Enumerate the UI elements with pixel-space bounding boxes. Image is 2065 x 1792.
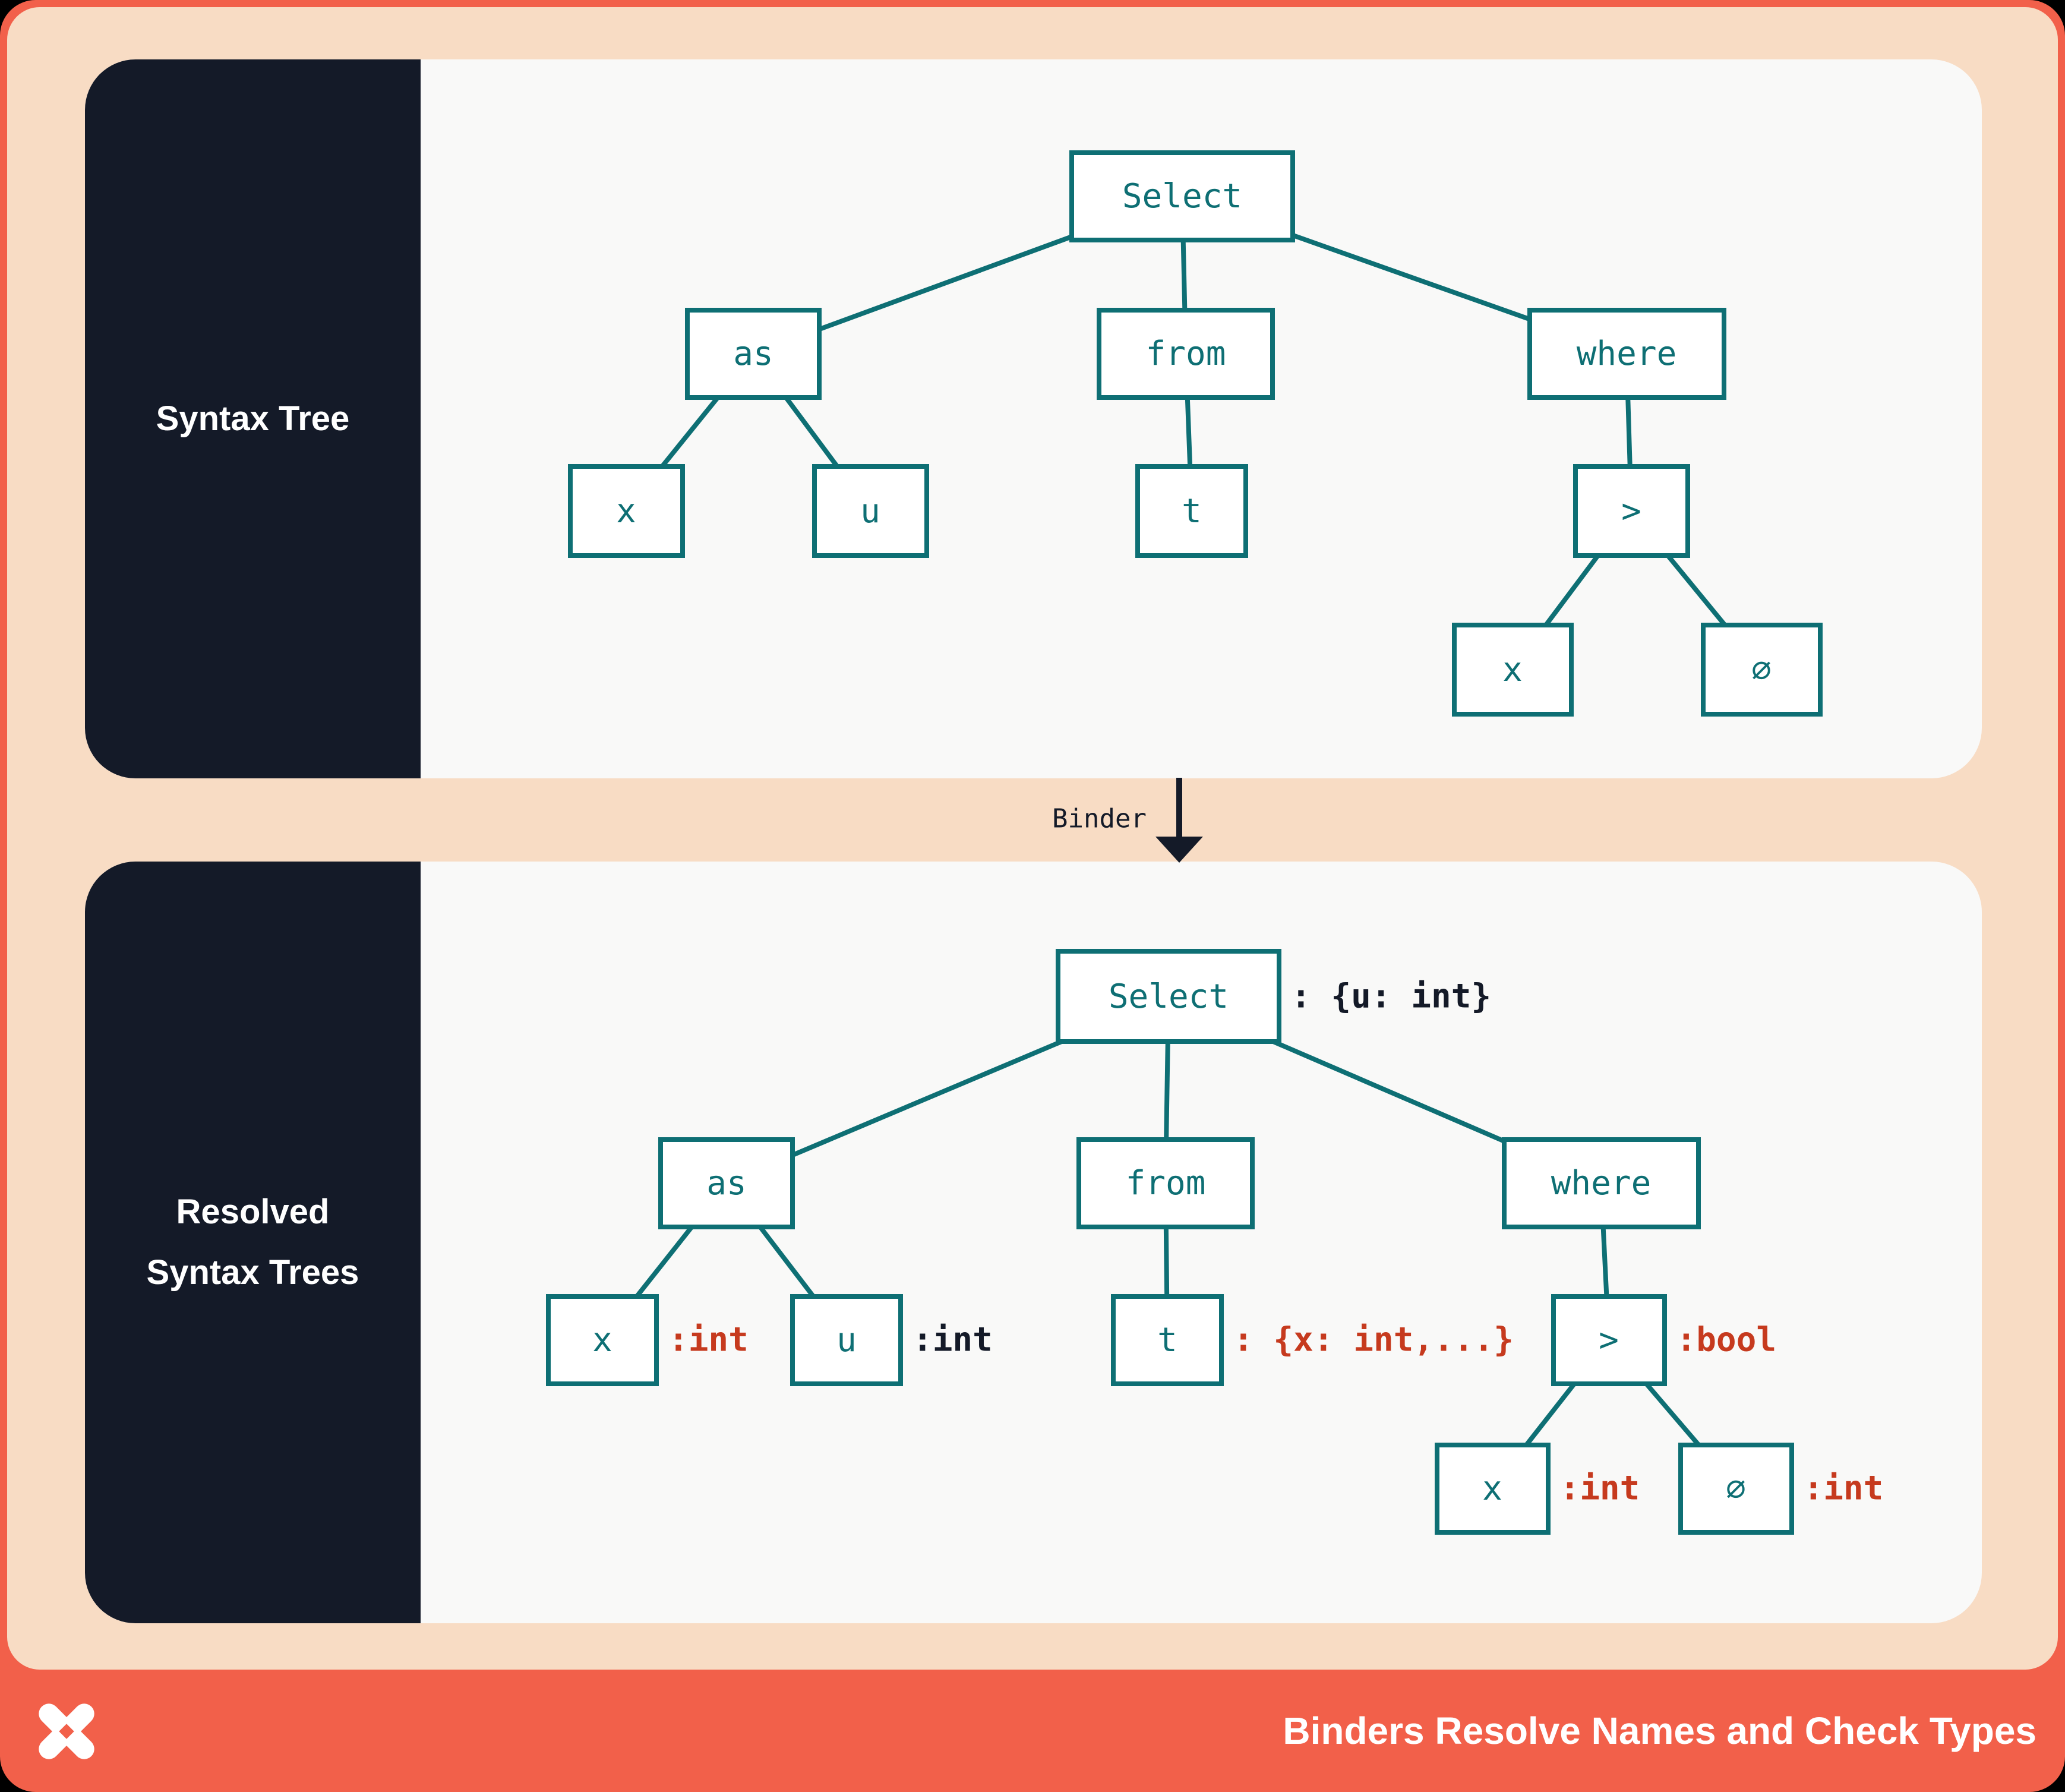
binder-label: Binder <box>1052 803 1147 834</box>
footer-title: Binders Resolve Names and Check Types <box>1283 1709 2036 1752</box>
panel-label-line: Syntax Tree <box>156 399 350 438</box>
panel-label-line: Syntax Trees <box>146 1253 359 1292</box>
panel-label-line: Resolved <box>176 1192 330 1231</box>
pinwheel-star-logo-icon <box>39 1703 94 1759</box>
syntax-tree-panel-label: Syntax Tree <box>85 59 421 778</box>
syntax-tree-panel: Syntax Tree <box>85 59 1982 778</box>
